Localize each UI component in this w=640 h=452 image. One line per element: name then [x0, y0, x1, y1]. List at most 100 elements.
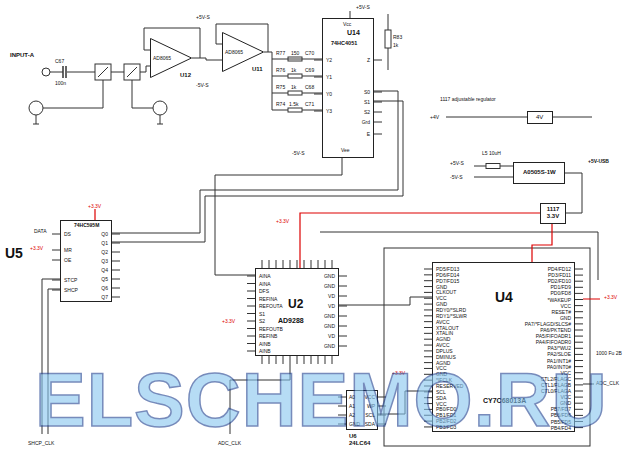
- pin-label: CTL0/FLAGA: [541, 388, 571, 394]
- pin-label: GND: [324, 343, 335, 349]
- chip-label: U6: [349, 433, 357, 440]
- pin-label: CLKOUT: [436, 289, 456, 295]
- pin-label: CTL1/FLAGB: [541, 382, 571, 388]
- chip-box: U4CY7C68013APD5/FD13PD6/FD14PD7/FD15GNDC…: [432, 262, 575, 432]
- feedback-wire: [144, 24, 268, 58]
- resistor-symbol: [385, 30, 391, 48]
- regulator-box: 4V: [527, 111, 553, 124]
- pin-stub: [112, 252, 120, 253]
- pin-stub: [339, 296, 347, 297]
- pin-label: STCP: [64, 277, 77, 283]
- power-wires: [42, 117, 598, 446]
- board-frame: [384, 248, 590, 446]
- pin-label: VCC: [560, 370, 571, 376]
- pin-stub: [575, 366, 583, 367]
- pin-stub: [575, 427, 583, 428]
- pin-label: S2: [259, 318, 265, 324]
- pin-label: PD5/FD13: [436, 266, 459, 272]
- net-label: R83: [393, 34, 402, 40]
- chip-label: AD8065: [153, 55, 171, 61]
- pin-label: PD7/FD15: [436, 278, 459, 284]
- pin-stub: [575, 299, 583, 300]
- chip-label: U2: [288, 297, 303, 311]
- chip-label: 74HC4051: [331, 40, 357, 47]
- pin-label: Q6: [101, 285, 108, 291]
- pin-stub: [424, 350, 432, 351]
- net-label: 1117 adjustable regulator: [440, 96, 496, 102]
- pin-label: REFOUTB: [259, 326, 283, 332]
- net-label: 1.5k: [289, 101, 298, 107]
- pin-stub: [424, 339, 432, 340]
- pin-stub: [378, 406, 386, 407]
- pin-label: Q0: [101, 231, 108, 237]
- pin-label: GND: [436, 284, 447, 290]
- pin-stub: [378, 415, 386, 416]
- opamp-triangle: [151, 39, 192, 78]
- pin-label: PA0/INT0#: [547, 364, 571, 370]
- pin-label: XTALOUT: [436, 325, 459, 331]
- net-label: INPUT-A: [10, 52, 34, 59]
- pin-label: DMINUS: [436, 354, 456, 360]
- pin-label: GND: [560, 315, 571, 321]
- pin-stub: [247, 283, 255, 284]
- pin-label: A1: [349, 403, 355, 409]
- chip-label: 4V: [536, 114, 543, 121]
- wire-connector: [565, 173, 582, 213]
- power-3v3-wires: [95, 209, 600, 299]
- pin-label: SDA: [365, 421, 375, 427]
- pin-label: PB0/FD0: [436, 406, 456, 412]
- chip-label: AD9288: [278, 317, 304, 325]
- pin-stub: [247, 298, 255, 299]
- pin-stub: [575, 305, 583, 306]
- wire-connector: [378, 391, 432, 414]
- net-label: +5V-S: [196, 14, 210, 20]
- net-label: +4V: [430, 114, 439, 120]
- pin-stub: [52, 280, 60, 281]
- opamp-symbol: AD8065U11: [222, 32, 264, 72]
- net-label: L5 10uH: [482, 150, 501, 156]
- pin-label: E: [367, 131, 370, 137]
- net-label: +3.3V: [276, 218, 289, 224]
- pin-stub: [424, 374, 432, 375]
- pin-label: OE: [64, 257, 71, 263]
- pin-stub: [374, 92, 382, 93]
- ladder-wire: [272, 59, 322, 110]
- pin-label: AGND: [436, 360, 450, 366]
- ground-wire: [33, 115, 163, 124]
- pin-label: Y1: [326, 74, 332, 80]
- net-label: 100n: [55, 80, 66, 86]
- board-frame: [320, 232, 598, 280]
- pin-label: PA6/PKTEND: [540, 327, 571, 333]
- net-label: R74: [276, 101, 285, 107]
- pin-label: PA1/INT1#: [547, 358, 571, 364]
- pin-label: PA2/SLOE: [547, 351, 571, 357]
- pin-stub: [424, 345, 432, 346]
- pin-label: AINA: [259, 281, 271, 287]
- chip-label: AD8065: [225, 49, 243, 55]
- pin-stub: [424, 280, 432, 281]
- pin-stub: [247, 336, 255, 337]
- pin-stub: [575, 372, 583, 373]
- pin-label: SHCP: [64, 287, 78, 293]
- pin-stubs: [52, 60, 583, 428]
- net-label: 1k: [393, 42, 398, 48]
- net-label: +5V-S: [356, 4, 370, 10]
- pin-stub: [575, 397, 583, 398]
- pin-stub: [424, 386, 432, 387]
- pin-stub: [374, 60, 382, 61]
- pin-stub: [112, 288, 120, 289]
- wire-connector: [339, 297, 432, 305]
- pin-label: VCC: [436, 295, 447, 301]
- pin-stub: [575, 336, 583, 337]
- pin-label: DPLUS: [436, 348, 453, 354]
- net-label: DATA: [34, 228, 47, 234]
- pin-label: PA3/*WU2: [547, 345, 571, 351]
- chip-box: A0VCCA1WPA2SCLGNDSDAU624LC64: [346, 390, 378, 430]
- pin-stub: [374, 102, 382, 103]
- chip-label: Vee: [341, 147, 350, 153]
- pin-label: *WAKEUP: [548, 297, 571, 303]
- pin-stub: [314, 94, 322, 95]
- pin-label: Q2: [101, 249, 108, 255]
- pin-label: GND: [349, 421, 360, 427]
